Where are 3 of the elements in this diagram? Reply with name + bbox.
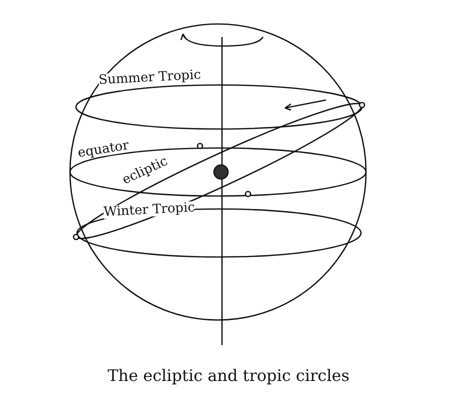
circle-label: Winter Tropic	[103, 201, 196, 219]
circle-label: Summer Tropic	[98, 68, 202, 87]
caption: The ecliptic and tropic circles	[106, 366, 350, 385]
